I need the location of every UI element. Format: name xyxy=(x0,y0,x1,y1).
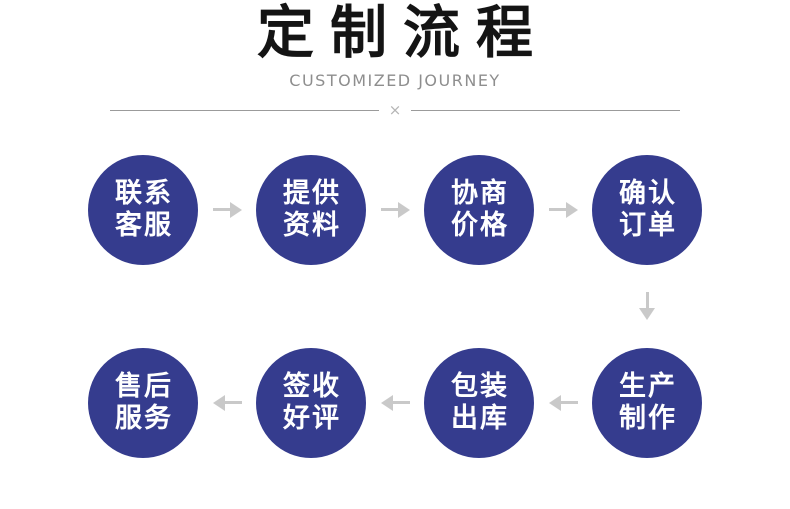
divider-line-left xyxy=(110,109,379,111)
step-label-line: 价格 xyxy=(451,209,509,241)
arrow-down-icon xyxy=(639,291,655,320)
divider-line-right xyxy=(411,109,681,111)
step-label-line: 签收 xyxy=(283,370,341,402)
step-label-line: 客服 xyxy=(115,209,173,241)
arrow-gap xyxy=(198,201,256,218)
page-subtitle: CUSTOMIZED JOURNEY xyxy=(289,70,501,90)
divider-x-icon: × xyxy=(388,100,402,119)
step-sign-and-review: 签收 好评 xyxy=(256,347,366,458)
step-pack-and-ship: 包装 出库 xyxy=(424,347,534,458)
step-label-line: 提供 xyxy=(283,177,341,209)
arrow-left-icon xyxy=(380,394,410,411)
arrow-gap xyxy=(366,201,424,218)
step-label-line: 服务 xyxy=(115,402,173,434)
step-label-line: 订单 xyxy=(619,209,677,241)
arrow-right-icon xyxy=(212,201,242,218)
step-production: 生产 制作 xyxy=(592,347,702,458)
page-title: 定制流程 xyxy=(257,0,549,66)
arrow-gap xyxy=(534,394,592,411)
step-label-line: 包装 xyxy=(451,370,509,402)
arrow-gap xyxy=(366,394,424,411)
step-label-line: 出库 xyxy=(451,402,509,434)
arrow-right-icon xyxy=(380,201,410,218)
arrow-gap xyxy=(534,201,592,218)
arrow-gap xyxy=(198,394,256,411)
step-contact-service: 联系 客服 xyxy=(88,154,198,265)
divider: × xyxy=(110,100,681,119)
flow-row-1: 联系 客服 提供 资料 协商 价格 确认 订单 xyxy=(0,154,790,265)
arrow-left-icon xyxy=(548,394,578,411)
step-label-line: 生产 xyxy=(619,370,677,402)
step-label-line: 资料 xyxy=(283,209,341,241)
flow-row-2: 售后 服务 签收 好评 包装 出库 生产 制作 xyxy=(0,347,790,458)
step-confirm-order: 确认 订单 xyxy=(592,154,702,265)
step-label-line: 确认 xyxy=(619,177,677,209)
step-label-line: 联系 xyxy=(115,177,173,209)
step-label-line: 好评 xyxy=(283,402,341,434)
step-label-line: 协商 xyxy=(451,177,509,209)
step-label-line: 售后 xyxy=(115,370,173,402)
arrow-right-icon xyxy=(548,201,578,218)
step-provide-materials: 提供 资料 xyxy=(256,154,366,265)
step-after-sales-service: 售后 服务 xyxy=(88,347,198,458)
process-flow: 联系 客服 提供 资料 协商 价格 确认 订单 xyxy=(0,154,790,458)
arrow-left-icon xyxy=(212,394,242,411)
step-negotiate-price: 协商 价格 xyxy=(424,154,534,265)
step-label-line: 制作 xyxy=(619,402,677,434)
